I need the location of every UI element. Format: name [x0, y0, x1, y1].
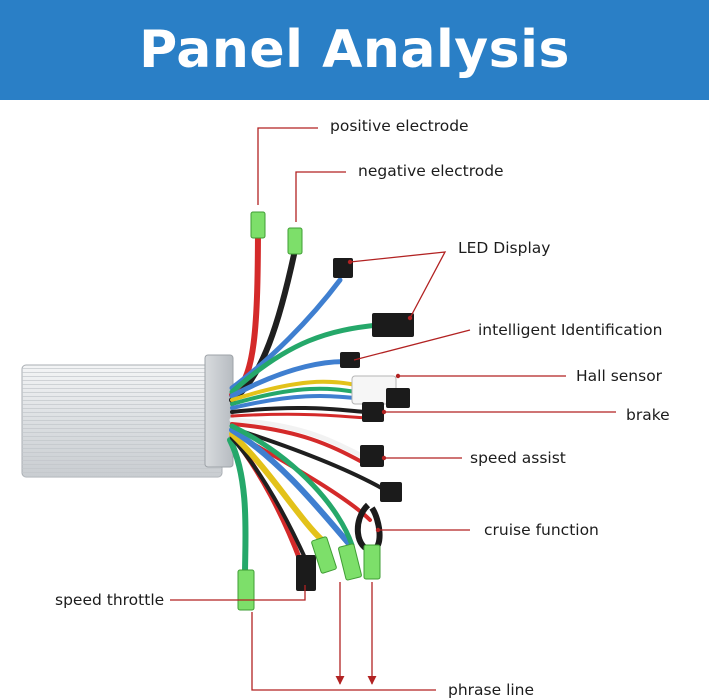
- red-wire-brake: [230, 412, 368, 420]
- positive-electrode-pointer: [257, 127, 318, 205]
- blue-wire-phase: [229, 427, 353, 548]
- yellow-wire-phase: [229, 431, 325, 543]
- label-phrase-line: phrase line: [448, 681, 534, 699]
- black-wire-brake: [230, 405, 368, 414]
- led-display-pointer: [349, 251, 447, 319]
- connectors: [237, 211, 414, 611]
- controller-box: [21, 354, 234, 478]
- hall-dot: [395, 373, 401, 379]
- brake-connector-2: [386, 388, 410, 408]
- identification-connector: [340, 352, 360, 368]
- phrase-line-pointer: [251, 612, 436, 691]
- throttle-signal-connector: [296, 555, 316, 591]
- label-speed-assist: speed assist: [470, 449, 566, 467]
- intelligent-identification-pointer: [353, 329, 471, 361]
- speed-assist-connector: [360, 445, 384, 467]
- blue-wire-hall: [230, 394, 358, 410]
- red-wire-assist: [230, 422, 364, 464]
- assist-dot: [381, 455, 387, 461]
- white-wire-assist: [229, 417, 363, 458]
- brake-connector: [362, 402, 384, 422]
- label-cruise-function: cruise function: [484, 521, 599, 539]
- green-wire-phase: [229, 423, 355, 548]
- label-led-display: LED Display: [458, 239, 550, 257]
- label-speed-throttle: speed throttle: [55, 591, 164, 609]
- positive-terminal-connector: [250, 211, 266, 239]
- phase-connector-blue: [338, 543, 362, 581]
- callout-lines: [170, 127, 616, 691]
- led-connector-large: [372, 313, 414, 337]
- green-wire-led: [229, 322, 381, 395]
- page-title: Panel Analysis: [139, 20, 570, 80]
- led-dot-1: [347, 259, 353, 265]
- negative-terminal-connector: [287, 227, 303, 255]
- yellow-wire-hall: [230, 379, 358, 402]
- throttle-connector: [237, 569, 255, 611]
- phase-connector-yellow: [311, 536, 337, 574]
- green-wire-throttle: [227, 437, 249, 578]
- black-wire: [229, 247, 298, 403]
- phase-connector-green: [363, 544, 381, 580]
- cruise-wire-loop: [354, 502, 383, 554]
- speed-throttle-pointer: [170, 585, 306, 601]
- title-banner: Panel Analysis: [0, 0, 709, 100]
- black-wire-throttle: [230, 436, 308, 562]
- brake-dot: [381, 409, 387, 415]
- label-hall-sensor: Hall sensor: [576, 367, 663, 385]
- cruise-dot: [375, 527, 381, 533]
- black-wire-cruise: [230, 426, 387, 492]
- led-connector-small: [333, 258, 353, 278]
- label-negative-electrode: negative electrode: [358, 162, 504, 180]
- led-dot-2: [407, 315, 413, 321]
- cruise-connector: [380, 482, 402, 502]
- green-wire-hall: [230, 386, 358, 406]
- label-positive-electrode: positive electrode: [330, 117, 469, 135]
- controller-end-cap: [204, 354, 234, 468]
- label-brake: brake: [626, 406, 670, 424]
- callout-dots: [347, 259, 413, 533]
- label-intelligent-identification: intelligent Identification: [478, 321, 663, 339]
- negative-electrode-pointer: [295, 171, 346, 222]
